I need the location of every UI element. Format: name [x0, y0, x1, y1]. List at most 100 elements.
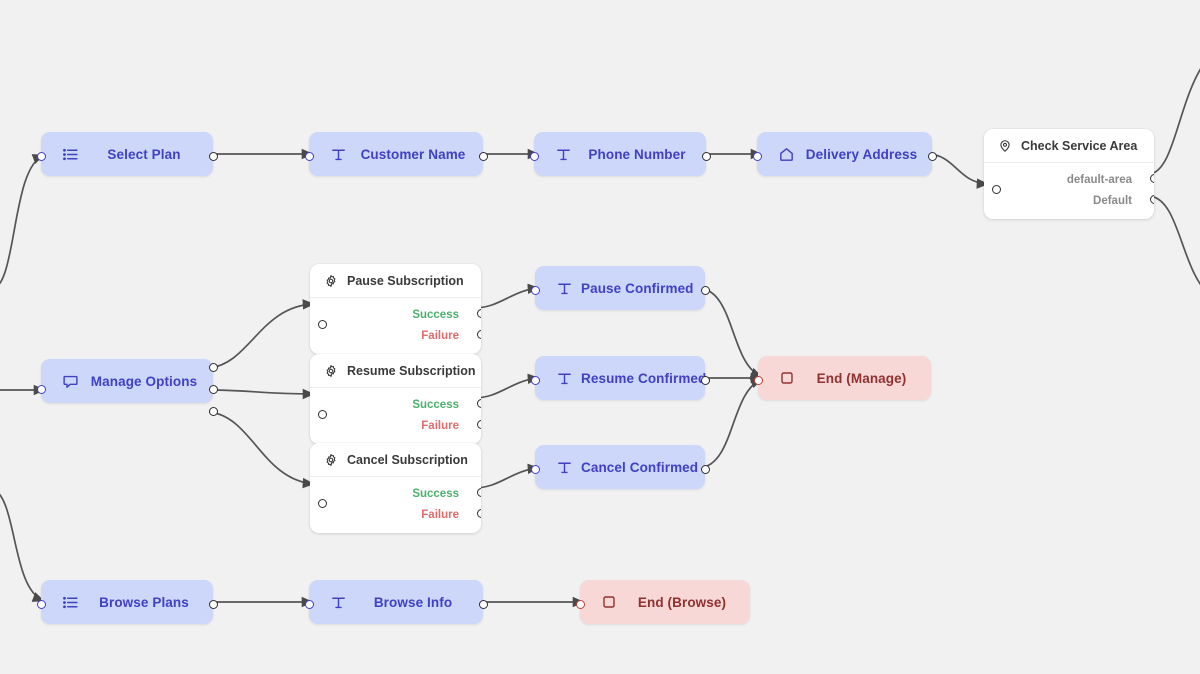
home-icon: [775, 143, 797, 165]
node-label: Browse Info: [373, 594, 453, 610]
gear-icon: [324, 453, 338, 467]
input-port[interactable]: [753, 375, 763, 385]
text-icon: [553, 456, 575, 478]
node-pause-subscription[interactable]: Pause Subscription Success Failure: [310, 264, 481, 354]
text-icon: [327, 143, 349, 165]
card-header: Cancel Subscription: [310, 443, 481, 477]
input-port[interactable]: [36, 599, 46, 609]
output-port[interactable]: [701, 151, 711, 161]
output-port-1[interactable]: [208, 363, 218, 372]
output-label: Success: [412, 487, 459, 500]
input-port[interactable]: [318, 410, 327, 419]
output-label: Failure: [421, 419, 459, 432]
node-cancel-confirmed[interactable]: Cancel Confirmed: [530, 445, 710, 489]
edge-manage-options-to-resume-subscription: [208, 388, 315, 400]
input-port[interactable]: [529, 151, 539, 161]
stop-square-icon: [598, 591, 620, 613]
node-cancel-subscription[interactable]: Cancel Subscription Success Failure: [310, 443, 481, 533]
node-browse-info[interactable]: Browse Info: [304, 580, 488, 624]
node-label: Select Plan: [107, 146, 181, 162]
edge-cancel-confirmed-to-end-manage: [699, 378, 763, 469]
gear-icon: [324, 274, 338, 288]
node-check-service-area[interactable]: Check Service Area default-area Default: [984, 129, 1154, 219]
output-port[interactable]: [700, 375, 710, 385]
card-body: Success Failure: [310, 477, 481, 533]
output-port-default[interactable]: [1149, 195, 1154, 204]
node-delivery-address[interactable]: Delivery Address: [752, 132, 937, 176]
edge-resume-success-to-resume-confirmed: [473, 373, 540, 399]
stop-square-icon: [776, 367, 798, 389]
card-title: Check Service Area: [1021, 138, 1138, 153]
node-resume-subscription[interactable]: Resume Subscription Success Failure: [310, 354, 481, 444]
output-port-success[interactable]: [476, 399, 481, 408]
node-customer-name[interactable]: Customer Name: [304, 132, 488, 176]
edge-pause-confirmed-to-end-manage: [699, 287, 763, 378]
output-port-2[interactable]: [208, 385, 218, 394]
edge-manage-options-to-pause-subscription: [208, 299, 315, 369]
output-port[interactable]: [208, 599, 218, 609]
output-row-success[interactable]: Success: [310, 394, 481, 415]
text-icon: [327, 591, 349, 613]
output-port-3[interactable]: [208, 407, 218, 416]
output-port[interactable]: [700, 464, 710, 474]
output-row-failure[interactable]: Failure: [310, 415, 481, 436]
input-port[interactable]: [530, 285, 540, 295]
output-port-default-area[interactable]: [1149, 174, 1154, 183]
output-port[interactable]: [208, 151, 218, 161]
node-end-manage[interactable]: End (Manage): [753, 356, 931, 400]
output-port[interactable]: [927, 151, 937, 161]
node-resume-confirmed[interactable]: Resume Confirmed: [530, 356, 710, 400]
card-title: Pause Subscription: [347, 273, 464, 288]
node-manage-options[interactable]: Manage Options: [36, 359, 218, 416]
output-port-failure[interactable]: [476, 420, 481, 429]
output-port-failure[interactable]: [476, 330, 481, 339]
output-row-success[interactable]: Success: [310, 304, 481, 325]
output-port[interactable]: [700, 285, 710, 295]
node-end-browse[interactable]: End (Browse): [575, 580, 750, 624]
output-row-success[interactable]: Success: [310, 483, 481, 504]
node-select-plan[interactable]: Select Plan: [36, 132, 218, 176]
node-label: End (Browse): [637, 594, 727, 610]
input-port[interactable]: [752, 151, 762, 161]
node-label: End (Manage): [816, 370, 907, 386]
node-label: Cancel Confirmed: [581, 459, 699, 475]
input-port[interactable]: [318, 320, 327, 329]
chat-bubble-icon: [59, 370, 81, 392]
input-port[interactable]: [575, 599, 585, 609]
input-port[interactable]: [992, 185, 1001, 194]
output-row-failure[interactable]: Failure: [310, 504, 481, 525]
output-port-success[interactable]: [476, 488, 481, 497]
location-pin-icon: [998, 139, 1012, 153]
card-body: Success Failure: [310, 388, 481, 444]
node-label: Manage Options: [90, 373, 198, 389]
input-port[interactable]: [36, 151, 46, 161]
output-row-failure[interactable]: Failure: [310, 325, 481, 346]
node-browse-plans[interactable]: Browse Plans: [36, 580, 218, 624]
input-port[interactable]: [304, 151, 314, 161]
card-body: Success Failure: [310, 298, 481, 354]
output-row-default[interactable]: Default: [984, 190, 1154, 211]
output-port-success[interactable]: [476, 309, 481, 318]
output-port-failure[interactable]: [476, 509, 481, 518]
node-pause-confirmed[interactable]: Pause Confirmed: [530, 266, 710, 310]
input-port[interactable]: [530, 464, 540, 474]
output-label: default-area: [1066, 173, 1132, 186]
edge-cancel-success-to-cancel-confirmed: [473, 463, 540, 489]
edge-offscreen-to-select-plan: [0, 154, 45, 285]
input-port[interactable]: [318, 499, 327, 508]
edge-offscreen-to-browse-plans: [0, 493, 45, 602]
node-phone-number[interactable]: Phone Number: [529, 132, 711, 176]
node-label: Customer Name: [360, 146, 466, 162]
node-label: Pause Confirmed: [581, 280, 694, 296]
output-port[interactable]: [478, 599, 488, 609]
node-label: Phone Number: [588, 146, 686, 162]
gear-icon: [324, 364, 338, 378]
output-row-default-area[interactable]: default-area: [984, 169, 1154, 190]
card-header: Resume Subscription: [310, 354, 481, 388]
input-port[interactable]: [530, 375, 540, 385]
input-port[interactable]: [36, 385, 46, 394]
output-port[interactable]: [478, 151, 488, 161]
input-port[interactable]: [304, 599, 314, 609]
card-header: Pause Subscription: [310, 264, 481, 298]
